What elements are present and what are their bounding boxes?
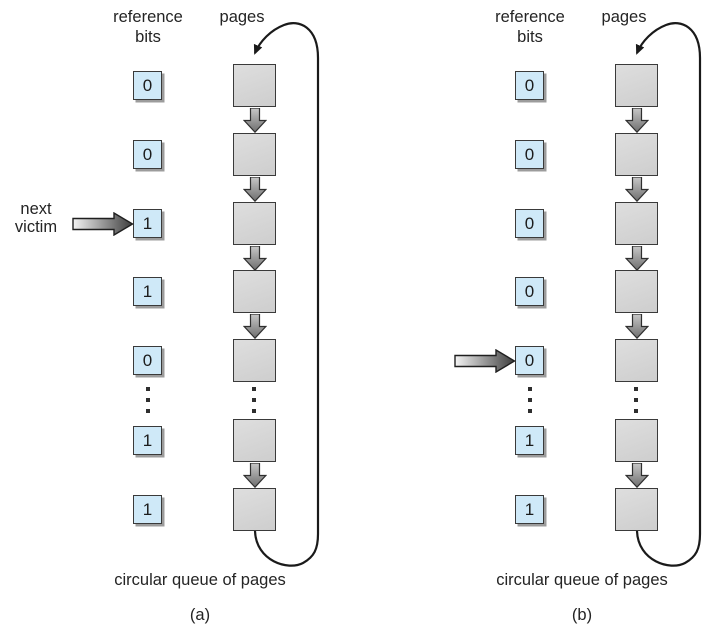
down-arrow-icon [243, 463, 267, 488]
reference-bits-header-line2: bits [517, 28, 543, 46]
circular-queue-arrow [635, 22, 702, 567]
reference-bit-box: 1 [515, 495, 544, 524]
down-arrow-icon [625, 177, 649, 202]
reference-bit-box: 1 [133, 426, 162, 455]
page-box [233, 419, 276, 462]
next-victim-arrow-icon [72, 212, 134, 236]
caption: circular queue of pages [496, 571, 668, 589]
reference-bit-box: 0 [133, 346, 162, 375]
down-arrow-icon [625, 108, 649, 133]
page-box [615, 133, 658, 176]
page-box [615, 419, 658, 462]
page-box [233, 202, 276, 245]
reference-bits-header: reference bits [96, 7, 200, 47]
next-victim-label-line1: next [20, 200, 52, 218]
reference-bit-box: 1 [515, 426, 544, 455]
down-arrow-icon [625, 314, 649, 339]
reference-bit-box: 1 [133, 209, 162, 238]
circular-queue-arrow [253, 22, 320, 567]
page-box [615, 270, 658, 313]
ellipsis-icon [146, 387, 150, 420]
reference-bits-header-line2: bits [135, 28, 161, 46]
reference-bit-box: 0 [133, 140, 162, 169]
reference-bit-box: 0 [515, 140, 544, 169]
ellipsis-icon [634, 387, 638, 420]
reference-bit-box: 0 [133, 71, 162, 100]
reference-bit-box: 1 [133, 277, 162, 306]
ellipsis-icon [252, 387, 256, 420]
next-victim-label: next victim [4, 200, 68, 236]
pages-header: pages [219, 8, 265, 26]
page-box [615, 488, 658, 531]
pages-header: pages [601, 8, 647, 26]
page-box [615, 339, 658, 382]
reference-bit-box: 0 [515, 209, 544, 238]
next-victim-arrow-icon [454, 349, 516, 373]
reference-bits-header: reference bits [478, 7, 582, 47]
page-box [233, 270, 276, 313]
page-box [233, 133, 276, 176]
page-box [615, 202, 658, 245]
panel-b-label: (b) [571, 606, 593, 624]
next-victim-label-line2: victim [14, 217, 58, 236]
reference-bit-box: 1 [133, 495, 162, 524]
page-box [615, 64, 658, 107]
panel-a-label: (a) [189, 606, 211, 624]
panel-b: reference bits pages 0 0 0 0 0 1 1 circu… [382, 0, 711, 641]
page-box [233, 488, 276, 531]
down-arrow-icon [243, 314, 267, 339]
reference-bit-box: 0 [515, 71, 544, 100]
page-box [233, 64, 276, 107]
down-arrow-icon [243, 177, 267, 202]
caption: circular queue of pages [114, 571, 286, 589]
reference-bits-header-line1: reference [113, 8, 183, 26]
reference-bit-box: 0 [515, 277, 544, 306]
reference-bits-header-line1: reference [495, 8, 565, 26]
panel-a: reference bits pages 0 0 1 1 0 1 1 next … [0, 0, 355, 641]
down-arrow-icon [625, 246, 649, 271]
down-arrow-icon [243, 246, 267, 271]
down-arrow-icon [625, 463, 649, 488]
down-arrow-icon [243, 108, 267, 133]
page-box [233, 339, 276, 382]
ellipsis-icon [528, 387, 532, 420]
reference-bit-box: 0 [515, 346, 544, 375]
